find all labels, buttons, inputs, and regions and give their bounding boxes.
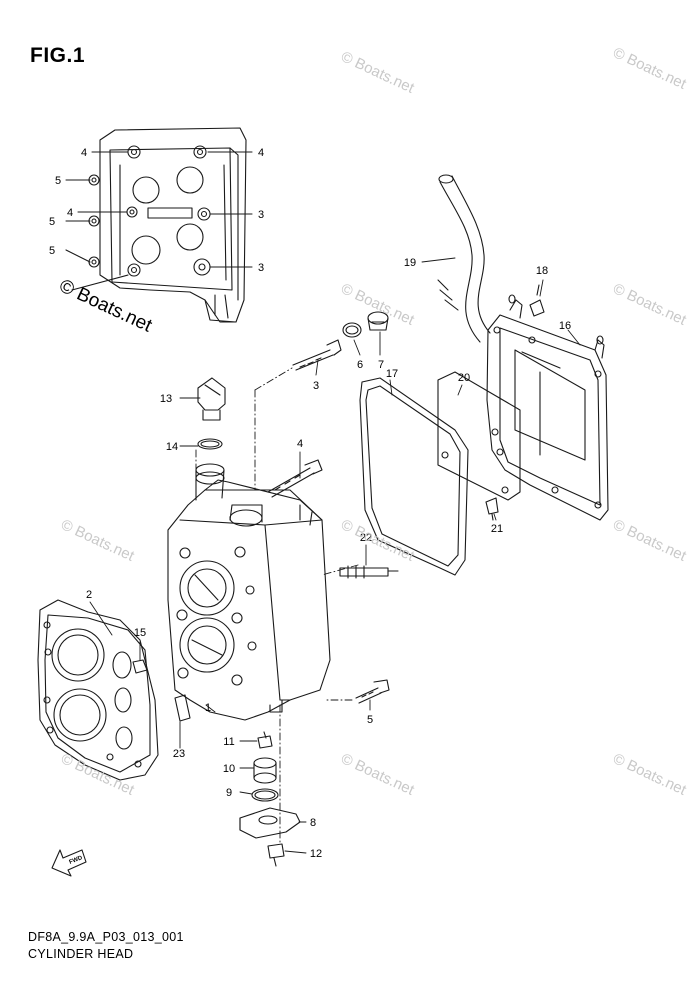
- callout-11: 11: [223, 736, 234, 748]
- watermark: © Boats.net: [58, 516, 137, 565]
- callout-5-inset-2: 5: [49, 216, 55, 228]
- part-15-dowel-pin: [132, 659, 148, 674]
- callout-19: 19: [404, 257, 416, 269]
- part-13-oil-filler-cap: [197, 377, 226, 421]
- callout-3-inset-lower: 3: [258, 262, 264, 274]
- part-3-bolt: [292, 339, 342, 371]
- callout-3: 3: [313, 380, 319, 392]
- callout-16: 16: [559, 320, 571, 332]
- leader-lines: [89, 257, 581, 854]
- part-12-bolt: [267, 843, 285, 867]
- watermark: © Boats.net: [338, 48, 417, 97]
- callout-5: 5: [367, 714, 373, 726]
- part-17-cover-gasket: [359, 377, 469, 576]
- callout-18: 18: [536, 265, 548, 277]
- part-4-bolt: [267, 459, 323, 498]
- part-18-bolt: [529, 284, 545, 317]
- fwd-label: FWD: [69, 855, 85, 866]
- callout-15: 15: [134, 627, 146, 639]
- cylinder-head-top-view-inset: [65, 127, 253, 323]
- callout-22: 22: [360, 532, 372, 544]
- callout-1: 1: [205, 702, 211, 714]
- callout-8: 8: [310, 817, 316, 829]
- callout-5-inset-3: 5: [49, 245, 55, 257]
- callout-3-inset-upper: 3: [258, 209, 264, 221]
- part-8-thermostat-cover: [239, 807, 301, 839]
- watermark: © Boats.net: [610, 750, 689, 799]
- callout-13: 13: [160, 393, 172, 405]
- callout-6: 6: [357, 359, 363, 371]
- callout-23: 23: [173, 748, 185, 760]
- callout-4-inset-right: 4: [258, 147, 264, 159]
- callout-12: 12: [310, 848, 322, 860]
- drawing-code: DF8A_9.9A_P03_013_001: [28, 930, 184, 944]
- part-group-name: CYLINDER HEAD: [28, 947, 134, 961]
- watermark: © Boats.net: [610, 280, 689, 329]
- part-14-o-ring: [197, 438, 223, 450]
- part-16-cylinder-head-cover: [486, 294, 609, 521]
- callout-9: 9: [226, 787, 232, 799]
- callout-20: 20: [458, 372, 470, 384]
- part-19-breather-hose: [437, 174, 491, 343]
- callout-2: 2: [86, 589, 92, 601]
- part-10-spacer: [253, 757, 277, 784]
- part-2-head-gasket: [37, 599, 159, 781]
- part-20-baffle-plate: [437, 371, 521, 501]
- watermark: © Boats.net: [58, 750, 137, 799]
- callout-4: 4: [297, 438, 303, 450]
- watermark-prominent: © Boats.net: [56, 275, 156, 336]
- callout-14: 14: [166, 441, 178, 453]
- fwd-arrow-icon: [51, 849, 87, 877]
- part-7-plug: [367, 311, 389, 331]
- watermark: © Boats.net: [338, 750, 417, 799]
- part-9-o-ring: [251, 788, 279, 802]
- callout-7: 7: [378, 359, 384, 371]
- part-1-cylinder-head: [167, 463, 331, 721]
- part-11-bolt: [257, 731, 273, 749]
- figure-title: FIG.1: [30, 44, 86, 67]
- part-5-bolt: [355, 679, 390, 704]
- callout-5-inset-1: 5: [55, 175, 61, 187]
- part-6-washer: [342, 322, 362, 338]
- callout-17: 17: [386, 368, 398, 380]
- assembly-lines: [195, 367, 359, 846]
- callout-10: 10: [223, 763, 235, 775]
- callout-4-inset-left: 4: [81, 147, 87, 159]
- watermark: © Boats.net: [610, 44, 689, 93]
- part-23-dowel-pin: [174, 694, 191, 722]
- callout-4-inset-middle: 4: [67, 207, 73, 219]
- callout-21: 21: [491, 523, 503, 535]
- watermark: © Boats.net: [610, 516, 689, 565]
- part-21-bolt: [485, 497, 499, 521]
